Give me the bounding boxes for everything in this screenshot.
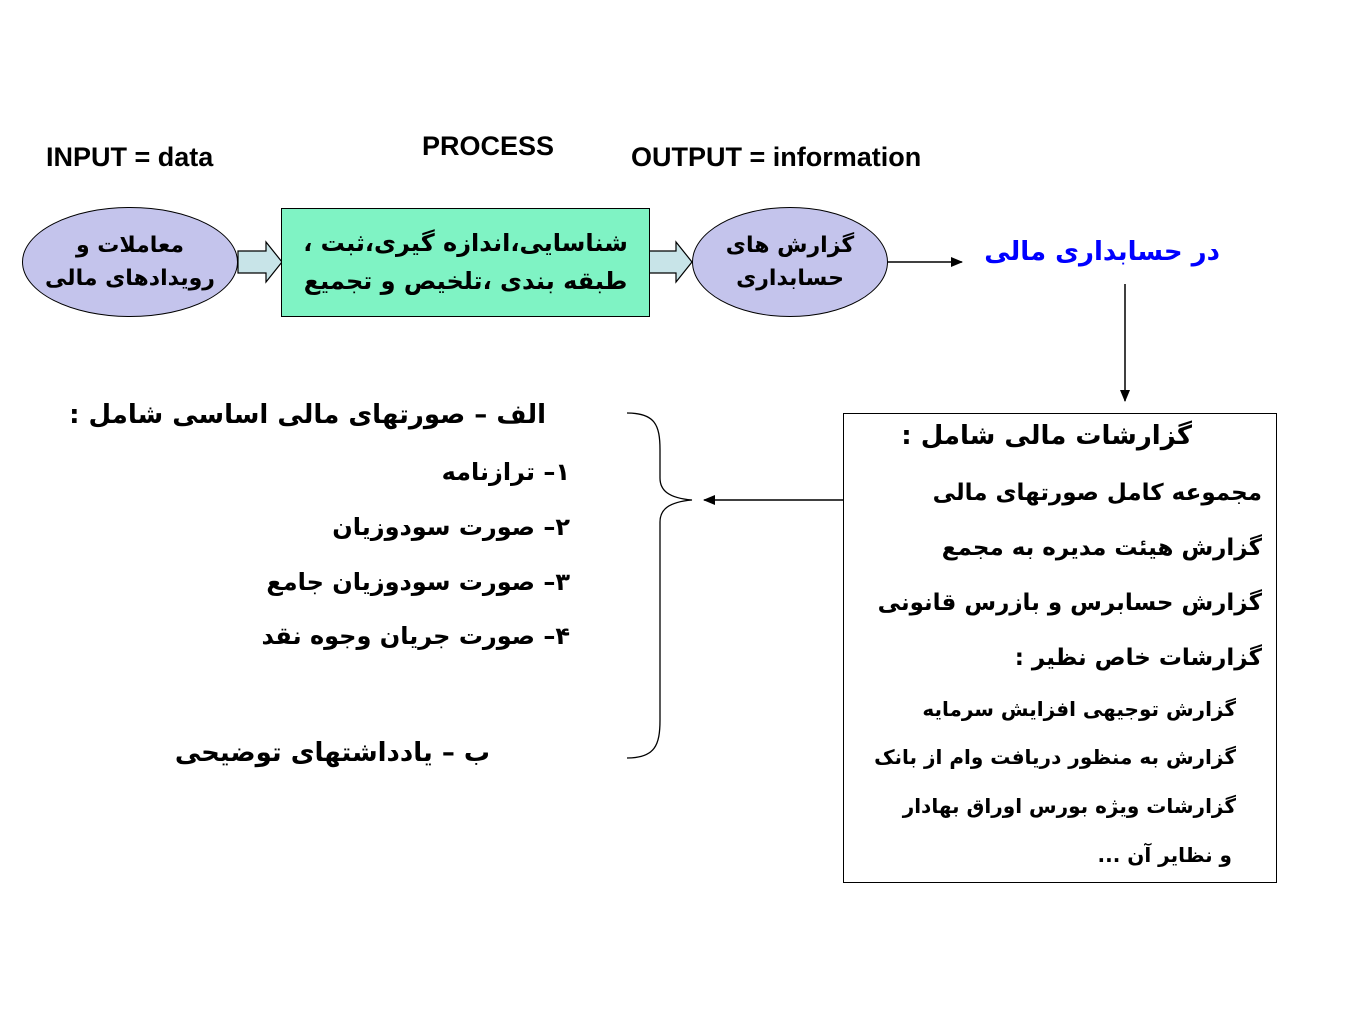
report-item: گزارش حسابرس و بازرس قانونی (877, 590, 1262, 616)
input-node: معاملات و رویدادهای مالی (22, 207, 238, 317)
process-header: PROCESS (422, 131, 555, 161)
input-header: INPUT = data (46, 142, 214, 172)
process-node: شناسایی،اندازه گیری،ثبت ، طبقه بندی ،تلخ… (281, 208, 650, 317)
report-sub-item: گزارش توجیهی افزایش سرمایه (922, 697, 1236, 721)
reports-box (843, 413, 1277, 883)
statement-item: ۴– صورت جریان وجوه نقد (261, 622, 570, 650)
context-label: در حسابداری مالی (984, 237, 1220, 267)
process-node-line2: طبقه بندی ،تلخیص و تجمیع (303, 266, 628, 295)
reports-title: گزارشات مالی شامل : (901, 421, 1192, 451)
input-node-line2: رویدادهای مالی (45, 266, 215, 291)
statements-heading: الف – صورتهای مالی اساسی شامل : (69, 400, 546, 430)
report-item: گزارش هیئت مدیره به مجمع (941, 535, 1262, 561)
statement-item: ۳– صورت سودوزیان جامع (266, 568, 570, 596)
process-node-line1: شناسایی،اندازه گیری،ثبت ، (303, 229, 628, 258)
curly-brace (626, 412, 693, 759)
output-node: گزارش های حسابداری (692, 207, 888, 317)
statement-item: ۱– ترازنامه (441, 458, 570, 486)
output-node-line2: حسابداری (736, 266, 844, 291)
statement-item: ۲– صورت سودوزیان (332, 513, 570, 541)
block-arrow-input-process (237, 240, 283, 284)
report-sub-item: گزارش به منظور دریافت وام از بانک (874, 745, 1236, 769)
input-node-line1: معاملات و (75, 233, 185, 258)
statements-notes: ب – یادداشتهای توضیحی (174, 738, 490, 768)
report-sub-item: و نظایر آن ... (1097, 843, 1233, 867)
output-header: OUTPUT = information (631, 142, 922, 172)
report-sub-item: گزارشات ویژه بورس اوراق بهادار (902, 794, 1236, 818)
report-item: مجموعه کامل صورتهای مالی (932, 480, 1262, 506)
output-node-line1: گزارش های (725, 233, 855, 258)
block-arrow-process-output (648, 240, 693, 284)
report-item: گزارشات خاص نظیر : (1014, 645, 1262, 671)
